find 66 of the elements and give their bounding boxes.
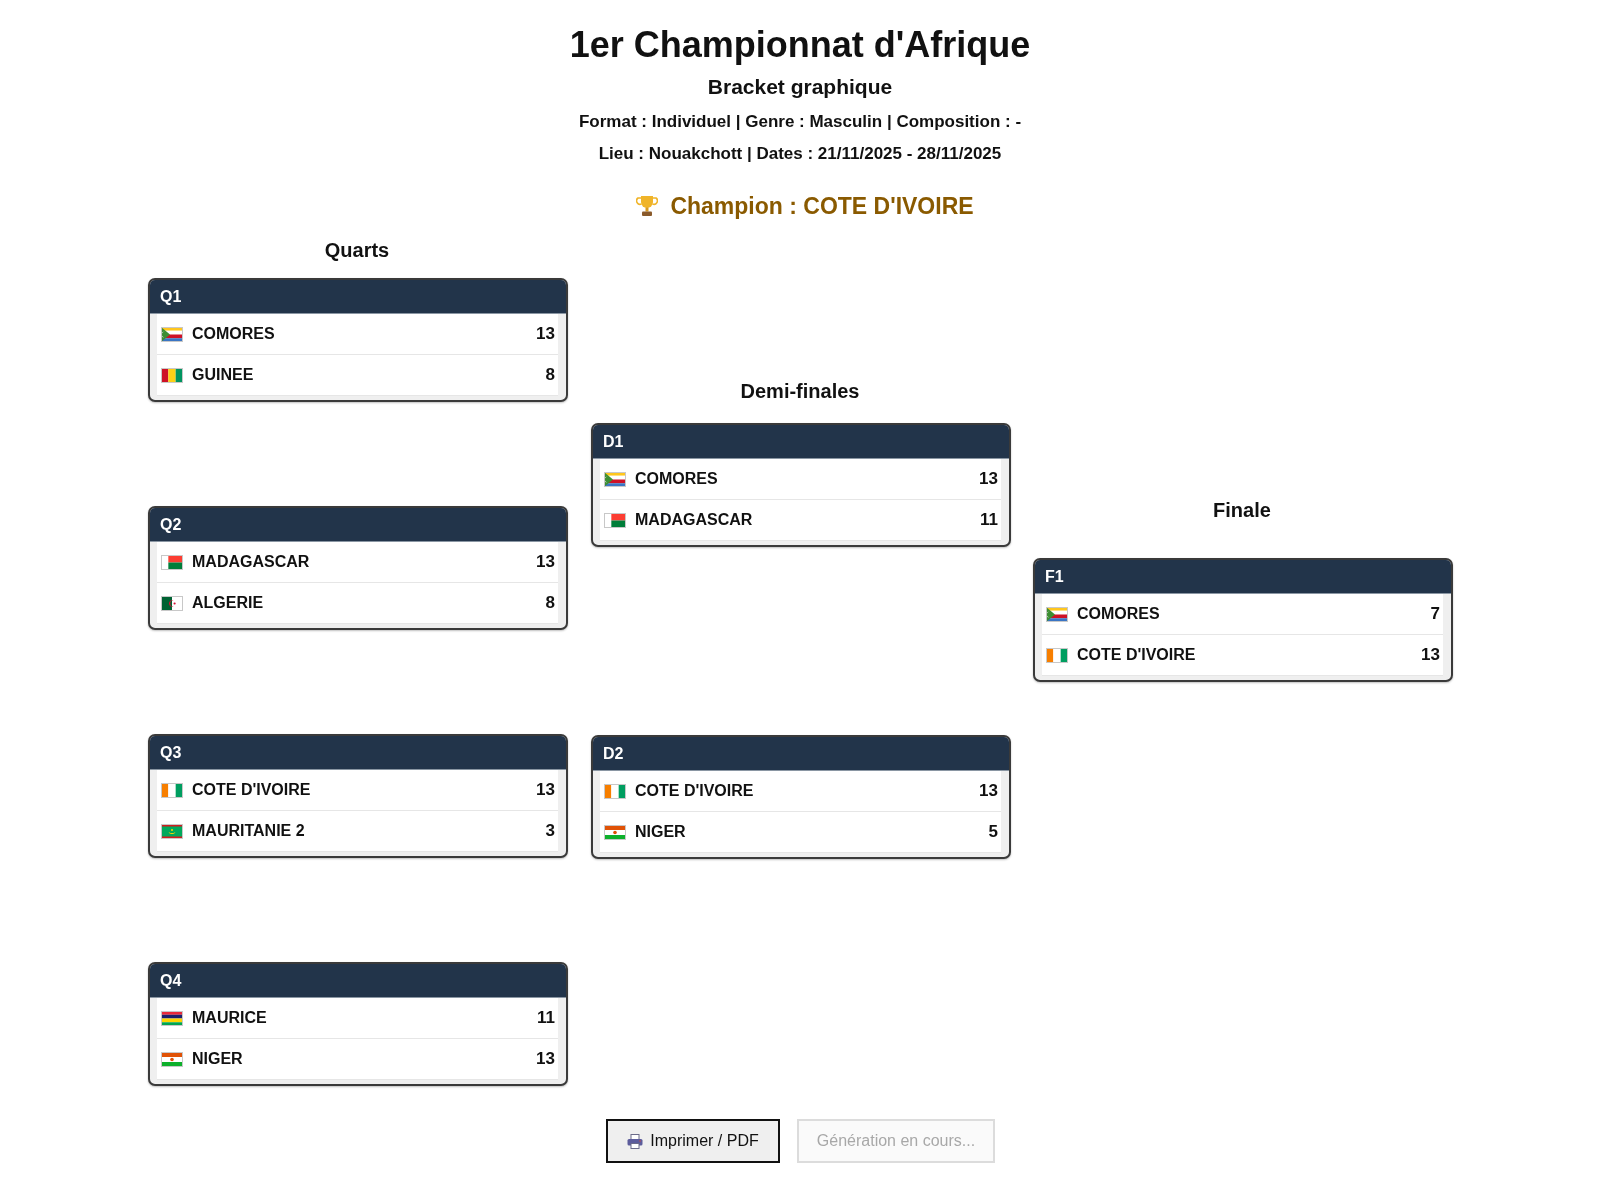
- team-name: COMORES: [635, 470, 718, 488]
- team-row: [157, 811, 558, 852]
- generate-button: Génération en cours...: [797, 1119, 995, 1163]
- team-row: [600, 812, 1001, 853]
- event-info: Format : Individuel | Genre : Masculin | Composition : -: [578, 111, 1022, 133]
- match-card: [148, 278, 568, 402]
- team-name: COMORES: [192, 325, 275, 343]
- team-row: [1042, 594, 1443, 635]
- team-name: GUINEE: [192, 366, 254, 384]
- score: 7: [1430, 604, 1440, 624]
- match-card: [591, 735, 1011, 859]
- match-header: Q4: [150, 964, 566, 998]
- score: 8: [545, 593, 555, 613]
- team-row: [600, 771, 1001, 812]
- score: 13: [1421, 645, 1440, 665]
- subtitle: Bracket graphique: [707, 73, 893, 100]
- team-row: [157, 1039, 558, 1080]
- team-name: NIGER: [192, 1050, 243, 1068]
- score: 13: [536, 552, 555, 572]
- team-row: [157, 314, 558, 355]
- team-row: [1042, 635, 1443, 676]
- match-header: Q3: [150, 736, 566, 770]
- event-info: Lieu : Nouakchott | Dates : 21/11/2025 - 28/11/2025: [598, 143, 1002, 165]
- match-card: [148, 506, 568, 630]
- team-name: COMORES: [1077, 605, 1160, 623]
- champion-text: Champion : COTE D'IVOIRE: [670, 192, 974, 221]
- team-name: COTE D'IVOIRE: [635, 782, 754, 800]
- team-row: [157, 542, 558, 583]
- score: 13: [536, 324, 555, 344]
- team-row: [157, 770, 558, 811]
- round-heading: Demi-finales: [740, 379, 860, 404]
- score: 8: [545, 365, 555, 385]
- match-card: [148, 962, 568, 1086]
- team-name: MADAGASCAR: [192, 553, 310, 571]
- match-card: [1033, 558, 1453, 682]
- score: 11: [980, 510, 998, 530]
- team-row: [600, 500, 1001, 541]
- team-row: [157, 583, 558, 624]
- round-heading: Quarts: [324, 238, 390, 263]
- team-row: [157, 998, 558, 1039]
- team-name: ALGERIE: [192, 594, 264, 612]
- score: 13: [979, 781, 998, 801]
- team-name: MAURITANIE 2: [192, 822, 305, 840]
- round-heading: Finale: [1213, 498, 1271, 523]
- match-header: F1: [1035, 560, 1451, 594]
- match-card: [591, 423, 1011, 547]
- score: 3: [545, 821, 555, 841]
- score: 13: [536, 1049, 555, 1069]
- match-header: Q1: [150, 280, 566, 314]
- match-header: D2: [593, 737, 1009, 771]
- score: 5: [988, 822, 998, 842]
- match-card: [148, 734, 568, 858]
- page-title: 1er Championnat d'Afrique: [569, 24, 1031, 66]
- team-row: [600, 459, 1001, 500]
- match-header: D1: [593, 425, 1009, 459]
- team-row: [157, 355, 558, 396]
- team-name: MAURICE: [192, 1009, 267, 1027]
- score: 11: [537, 1008, 555, 1028]
- score: 13: [979, 469, 998, 489]
- match-header: Q2: [150, 508, 566, 542]
- print-button: Imprimer / PDF: [606, 1119, 780, 1163]
- team-name: COTE D'IVOIRE: [1077, 646, 1196, 664]
- team-name: COTE D'IVOIRE: [192, 781, 311, 799]
- team-name: MADAGASCAR: [635, 511, 753, 529]
- team-name: NIGER: [635, 823, 686, 841]
- score: 13: [536, 780, 555, 800]
